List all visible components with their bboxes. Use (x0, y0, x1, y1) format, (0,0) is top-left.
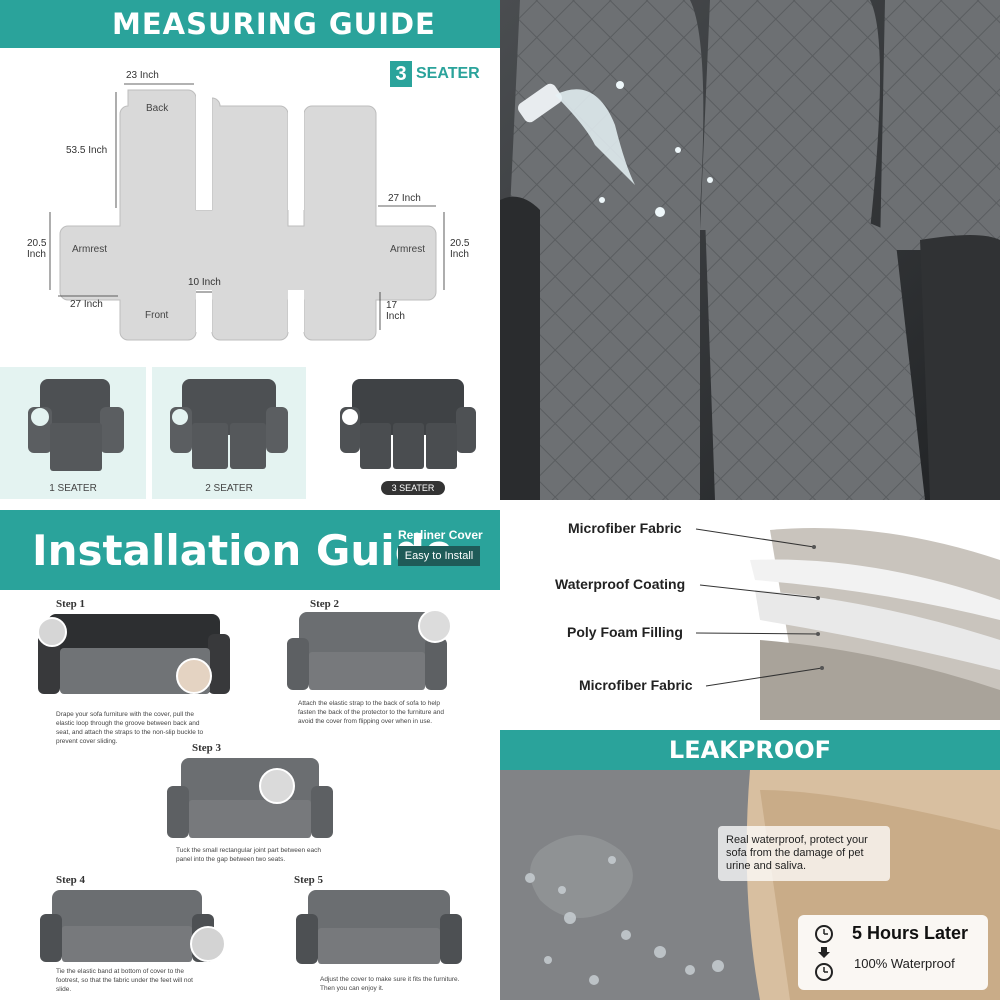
installation-guide-subtitle: Recliner Cover (398, 528, 483, 542)
step-1-description: Drape your sofa furniture with the cover… (56, 711, 204, 745)
layer-label-2: Waterproof Coating (555, 576, 686, 592)
layer-label-1: Microfiber Fabric (568, 520, 682, 536)
leakproof-title: LEAKPROOF (500, 730, 1000, 770)
step-5-title: Step 5 (294, 874, 324, 886)
dim-front-height: 17 Inch (386, 300, 405, 322)
dim-arm-height-left: 20.5 Inch (27, 238, 47, 260)
dim-back-width: 23 Inch (126, 70, 159, 81)
layer-label-3: Poly Foam Filling (567, 624, 683, 640)
recliner-2-seater-image (170, 379, 288, 469)
step-2-image (287, 609, 452, 690)
dim-gap-width: 10 Inch (188, 277, 221, 288)
fabric-layers-panel: Microfiber Fabric Waterproof Coating Pol… (500, 500, 1000, 730)
step-4-description: Tie the elastic band at bottom of cover … (56, 968, 193, 993)
product-photo-panel (500, 0, 1000, 500)
cover-outline (59, 89, 437, 341)
dim-back-height: 53.5 Inch (66, 145, 108, 156)
label-front: Front (145, 310, 169, 321)
seater-badge: 3 SEATER (390, 60, 480, 88)
dim-arm-width-left: 27 Inch (70, 299, 103, 310)
leakproof-panel: LEAKPROOF Real waterproof, protect your … (500, 730, 1000, 1000)
step-1-title: Step 1 (56, 598, 86, 610)
installation-guide-title: Installation Guide (32, 526, 454, 575)
thumbnail-3-seater-caption: 3 SEATER (381, 481, 445, 495)
label-armrest-left: Armrest (72, 244, 107, 255)
dim-arm-height-right: 20.5 Inch (450, 238, 470, 260)
label-back: Back (146, 103, 169, 114)
sofa-waterproof-photo (500, 0, 1000, 500)
thumbnail-3-seater[interactable]: 3 SEATER (312, 367, 500, 499)
seater-badge-number: 3 (390, 61, 412, 87)
cover-layout-diagram (49, 83, 445, 341)
fabric-layers-image (750, 528, 1000, 720)
step-1-image (37, 614, 230, 694)
thumbnail-1-seater[interactable]: 1 SEATER (0, 367, 146, 499)
easy-install-badge: Easy to Install (398, 546, 480, 566)
measuring-guide-title: MEASURING GUIDE (0, 0, 500, 48)
step-3-image (167, 758, 333, 838)
step-4-image (40, 890, 226, 962)
thumbnail-2-seater-caption: 2 SEATER (205, 483, 253, 494)
seater-badge-label: SEATER (416, 65, 480, 82)
step-5-description: Adjust the cover to make sure it fits th… (320, 976, 460, 992)
step-4-title: Step 4 (56, 874, 86, 886)
step-3-title: Step 3 (192, 742, 222, 754)
recliner-3-seater-image (340, 379, 476, 469)
label-armrest-right: Armrest (390, 244, 425, 255)
layer-label-4: Microfiber Fabric (579, 677, 693, 693)
step-3-description: Tuck the small rectangular joint part be… (176, 847, 322, 863)
hours-later-label: 5 Hours Later (852, 923, 969, 943)
step-2-description: Attach the elastic strap to the back of … (298, 700, 444, 725)
dim-arm-width-right: 27 Inch (388, 193, 421, 204)
recliner-1-seater-image (28, 379, 124, 471)
layer-pointer-lines (695, 528, 824, 687)
thumbnail-1-seater-caption: 1 SEATER (49, 483, 97, 494)
step-2-title: Step 2 (310, 598, 340, 610)
clock-icon (815, 925, 833, 981)
waterproof-box: 5 Hours Later 100% Waterproof (798, 915, 988, 990)
waterproof-label: 100% Waterproof (854, 956, 955, 971)
water-splash-icon (518, 81, 713, 217)
step-5-image (296, 890, 462, 964)
measuring-guide-panel: MEASURING GUIDE 3 SEATER 23 Inch 53.5 In… (0, 0, 500, 500)
leakproof-note: Real waterproof, protect your sofa from … (718, 826, 890, 881)
installation-guide-panel: Installation Guide Recliner Cover Easy t… (0, 500, 500, 1000)
thumbnail-2-seater[interactable]: 2 SEATER (152, 367, 306, 499)
